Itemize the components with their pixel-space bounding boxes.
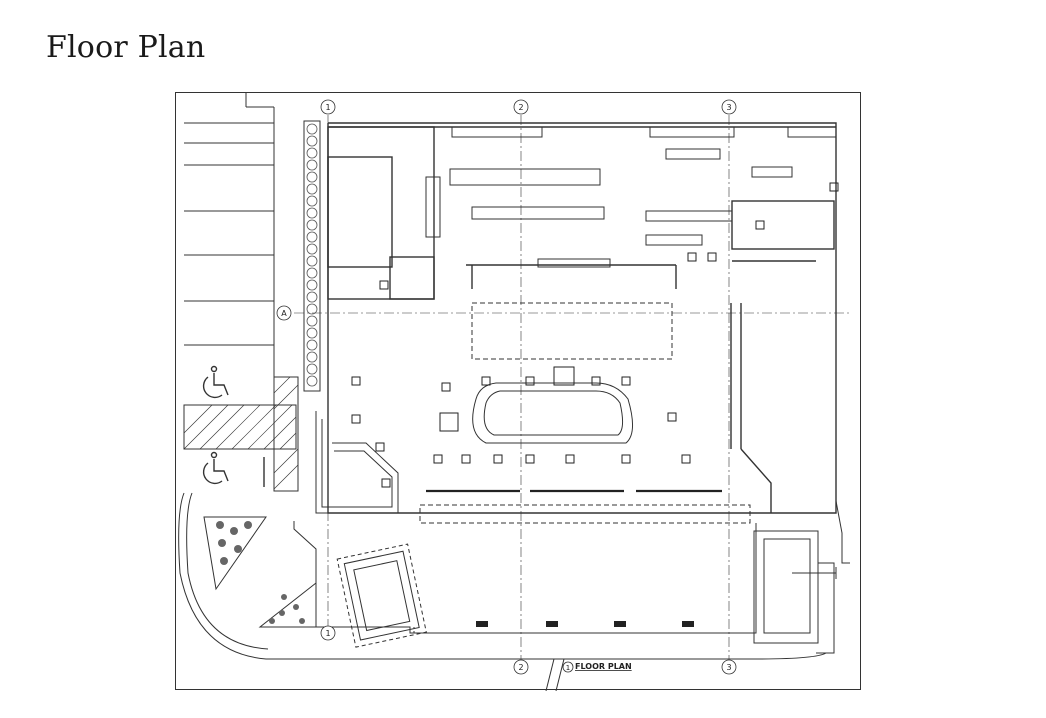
grid-label-3: 3 (726, 103, 731, 112)
site-curb (178, 492, 837, 691)
hedge-circles (306, 123, 318, 387)
building-outline (327, 122, 837, 514)
grid-lines (294, 115, 852, 659)
plan-caption: FLOOR PLAN (575, 662, 632, 671)
grid-label-1-bottom: 1 (325, 629, 330, 638)
parking-stalls (184, 93, 275, 381)
service-counter (472, 382, 633, 444)
plan-caption-number: 1 (566, 664, 570, 672)
floor-plan-drawing: 1 2 3 A 1 2 3 1 FLOOR PLAN (175, 92, 861, 691)
hedge-row (303, 120, 321, 392)
pavilion (336, 543, 427, 648)
grid-label-a: A (281, 309, 287, 318)
grid-label-2-bottom: 2 (518, 663, 523, 672)
accessible-parking-icon (202, 365, 265, 487)
grid-label-3-bottom: 3 (726, 663, 731, 672)
dining-zone (419, 302, 751, 524)
planters (203, 516, 317, 628)
patio (293, 500, 850, 654)
grid-label-1: 1 (325, 103, 330, 112)
grid-label-2: 2 (518, 103, 523, 112)
planter-dots (216, 521, 305, 624)
grid-bubbles (276, 99, 737, 675)
vestibule (315, 411, 399, 514)
kitchen-equipment (425, 126, 837, 268)
floor-fixtures (351, 182, 839, 488)
patio-benches (476, 621, 694, 627)
hatched-crosswalk (183, 376, 299, 492)
floor-plan-svg: 1 2 3 A 1 2 3 1 FLOOR PLAN (178, 93, 852, 691)
page-title: Floor Plan (46, 30, 206, 65)
